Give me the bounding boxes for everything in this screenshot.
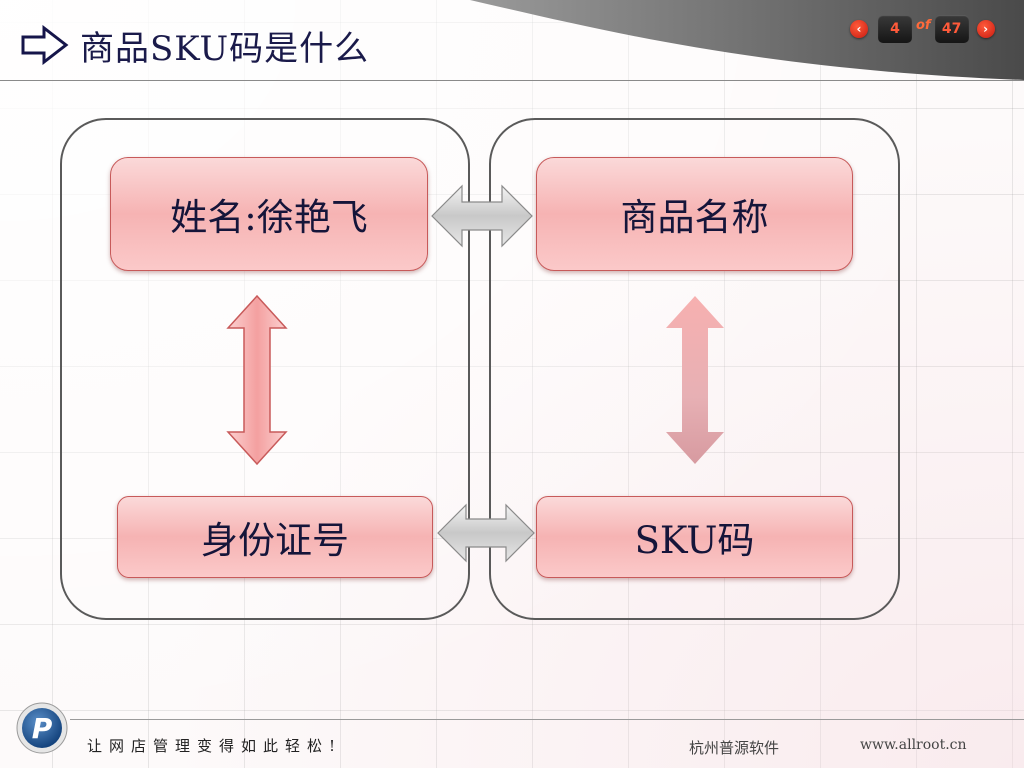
double-arrow-horizontal-bottom (437, 503, 535, 563)
node-sku-code: SKU码 (536, 496, 853, 578)
prev-slide-button[interactable]: ‹ (850, 20, 868, 38)
double-arrow-horizontal-top (431, 184, 533, 248)
slide-title: 商品SKU码是什么 (80, 28, 370, 69)
slide-pager: ‹ 4 of 47 › (850, 14, 995, 44)
product-group (489, 118, 900, 620)
node-name: 姓名:徐艳飞 (110, 157, 428, 271)
next-slide-button[interactable]: › (976, 20, 995, 38)
current-page: 4 (878, 15, 912, 43)
chevron-right-icon: › (983, 22, 989, 36)
footer-slogan: 让网店管理变得如此轻松! (87, 737, 343, 755)
double-arrow-vertical-left (226, 294, 288, 466)
footer-url[interactable]: www.allroot.cn (860, 737, 967, 753)
node-product-name: 商品名称 (536, 157, 853, 271)
slide-header: 商品SKU码是什么 (20, 20, 369, 70)
header-divider (0, 80, 1024, 81)
chevron-left-icon: ‹ (856, 22, 862, 36)
person-group (60, 118, 470, 620)
total-pages: 47 (934, 15, 969, 43)
double-arrow-vertical-right (666, 296, 724, 464)
page-of-label: of (916, 17, 931, 33)
company-logo-icon: P (16, 702, 68, 754)
node-id-number: 身份证号 (117, 496, 433, 578)
logo-letter: P (32, 712, 53, 745)
right-arrow-outline-icon (21, 25, 69, 65)
footer-company: 杭州普源软件 (689, 739, 780, 757)
footer-divider (70, 719, 1024, 720)
